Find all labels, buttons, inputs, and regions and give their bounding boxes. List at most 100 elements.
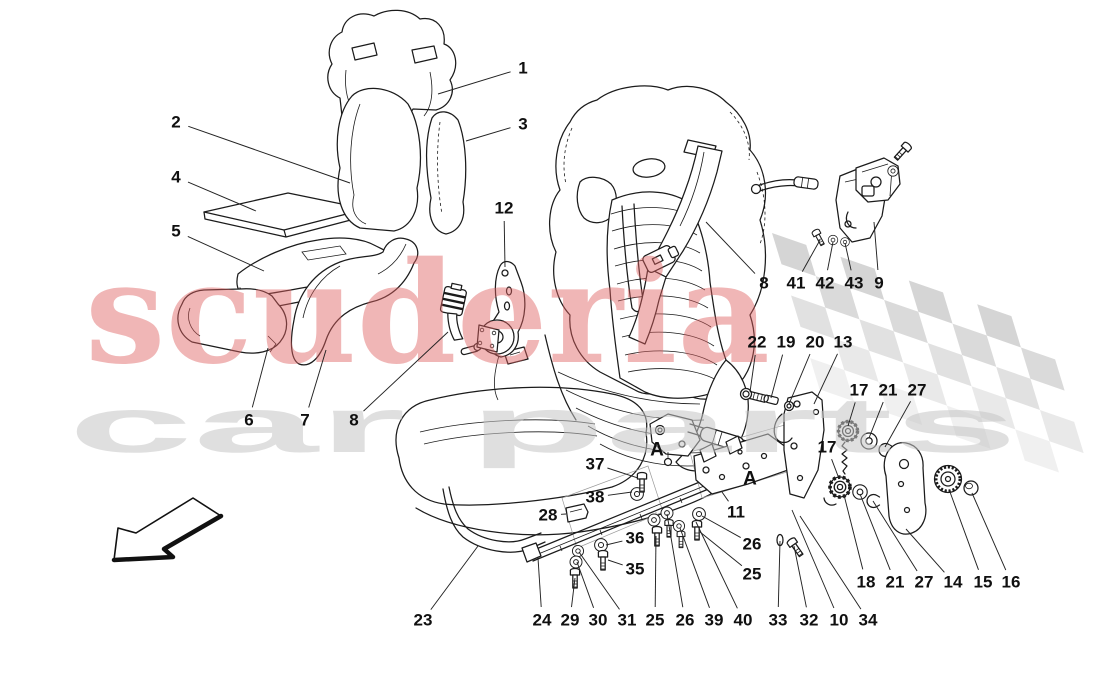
leader-line-42 xyxy=(827,241,834,271)
part-washer-36 xyxy=(594,538,608,552)
leader-line-24 xyxy=(537,557,542,608)
part-callout-34: 34 xyxy=(859,611,878,630)
part-callout-26: 26 xyxy=(676,611,695,630)
leader-line-26 xyxy=(701,515,741,539)
direction-arrow xyxy=(111,497,224,563)
leader-lines xyxy=(187,71,1007,610)
part-washer-31 xyxy=(571,544,585,558)
part-callout-8: 8 xyxy=(759,274,768,293)
part-cover-plate-14 xyxy=(883,442,927,535)
part-adjust-knob-15 xyxy=(933,464,963,494)
part-callout-35: 35 xyxy=(626,560,645,579)
part-callout-20: 20 xyxy=(806,333,825,352)
pivot-bracket-a xyxy=(649,413,701,467)
part-washer-39 xyxy=(672,519,686,533)
leader-line-35 xyxy=(607,559,623,566)
headrest-slot-left xyxy=(351,42,378,61)
leader-line-41 xyxy=(801,239,821,272)
part-bushing-19 xyxy=(763,394,779,406)
leader-line-30 xyxy=(576,561,595,608)
leader-line-21 xyxy=(859,493,891,571)
leader-line-26 xyxy=(666,513,684,608)
headrest-opening xyxy=(632,158,666,178)
part-rail-clamp-28 xyxy=(565,503,589,523)
part-washer-26 xyxy=(660,506,674,520)
watermark-sub-text: car parts xyxy=(68,381,1018,469)
part-washer-26b xyxy=(692,507,706,521)
leader-line-39 xyxy=(679,527,710,608)
part-callout-12: 12 xyxy=(495,199,514,218)
part-callout-28: 28 xyxy=(539,506,558,525)
leader-line-1 xyxy=(437,71,511,95)
part-callout-27: 27 xyxy=(915,573,934,592)
part-callout-26: 26 xyxy=(743,535,762,554)
part-callout-14: 14 xyxy=(944,573,963,592)
part-callout-16: 16 xyxy=(1002,573,1021,592)
leader-line-16 xyxy=(971,492,1007,571)
part-halfmoon-clip xyxy=(823,497,837,506)
leader-line-32 xyxy=(793,545,807,608)
leader-line-21 xyxy=(868,401,884,439)
leader-line-36 xyxy=(605,540,623,546)
part-bolt-25 xyxy=(651,525,663,547)
leader-line-17 xyxy=(847,402,856,427)
leader-line-2 xyxy=(188,125,351,184)
leader-line-27 xyxy=(884,401,912,448)
part-callout-19: 19 xyxy=(777,333,796,352)
part-callout-33: 33 xyxy=(769,611,788,630)
part-callout-42: 42 xyxy=(816,274,835,293)
part-washer-25 xyxy=(647,513,661,527)
seat-frame-tube-23 xyxy=(442,486,546,553)
part-cushion-bolster-6 xyxy=(177,288,288,354)
part-spring xyxy=(841,441,848,475)
part-callout-17: 17 xyxy=(818,438,837,457)
part-callout-41: 41 xyxy=(787,274,806,293)
view-marker-A: A xyxy=(650,440,664,461)
part-seat-cover-7 xyxy=(290,237,419,366)
leader-line-4 xyxy=(187,181,257,212)
part-callout-29: 29 xyxy=(561,611,580,630)
leader-line-27 xyxy=(872,500,918,572)
part-callout-2: 2 xyxy=(171,113,180,132)
leader-line-37 xyxy=(607,467,639,479)
part-callout-32: 32 xyxy=(800,611,819,630)
leader-line-17 xyxy=(831,459,839,477)
part-callout-37: 37 xyxy=(586,455,605,474)
leader-line-19 xyxy=(770,354,784,399)
checkered-flag-watermark xyxy=(772,233,1084,473)
brand-watermark: scuderia car parts xyxy=(68,232,1018,469)
part-bracket-11 xyxy=(693,433,791,495)
part-callout-4: 4 xyxy=(171,168,181,187)
part-callout-27: 27 xyxy=(908,381,927,400)
part-callout-43: 43 xyxy=(845,274,864,293)
harness-strap-lower xyxy=(628,267,667,345)
part-callout-38: 38 xyxy=(586,488,605,507)
leader-line-12 xyxy=(503,220,506,268)
part-callout-1: 1 xyxy=(518,59,527,78)
leader-line-40 xyxy=(695,521,738,609)
part-callout-13: 13 xyxy=(834,333,853,352)
part-nut-20 xyxy=(783,400,795,412)
part-callout-22: 22 xyxy=(748,333,767,352)
leader-line-14 xyxy=(905,528,945,573)
leader-line-15 xyxy=(949,491,979,570)
part-adjuster-plate-13 xyxy=(773,391,825,499)
part-buckle-bracket-12 xyxy=(476,260,526,358)
part-cap-16 xyxy=(963,480,979,496)
part-bolt-35 xyxy=(597,549,609,571)
part-callout-25: 25 xyxy=(646,611,665,630)
leader-line-43 xyxy=(844,242,852,271)
leader-line-25 xyxy=(654,535,657,608)
leader-line-23 xyxy=(430,545,479,610)
part-callout-30: 30 xyxy=(589,611,608,630)
leader-line-10 xyxy=(791,509,835,609)
watermark-brand-text: scuderia xyxy=(85,232,770,396)
part-callout-17: 17 xyxy=(850,381,869,400)
leader-line-7 xyxy=(308,349,327,408)
leader-line-34 xyxy=(799,515,862,610)
part-callout-10: 10 xyxy=(830,611,849,630)
leader-line-8 xyxy=(705,221,756,274)
leader-line-5 xyxy=(187,235,265,272)
part-callout-11: 11 xyxy=(727,503,745,522)
